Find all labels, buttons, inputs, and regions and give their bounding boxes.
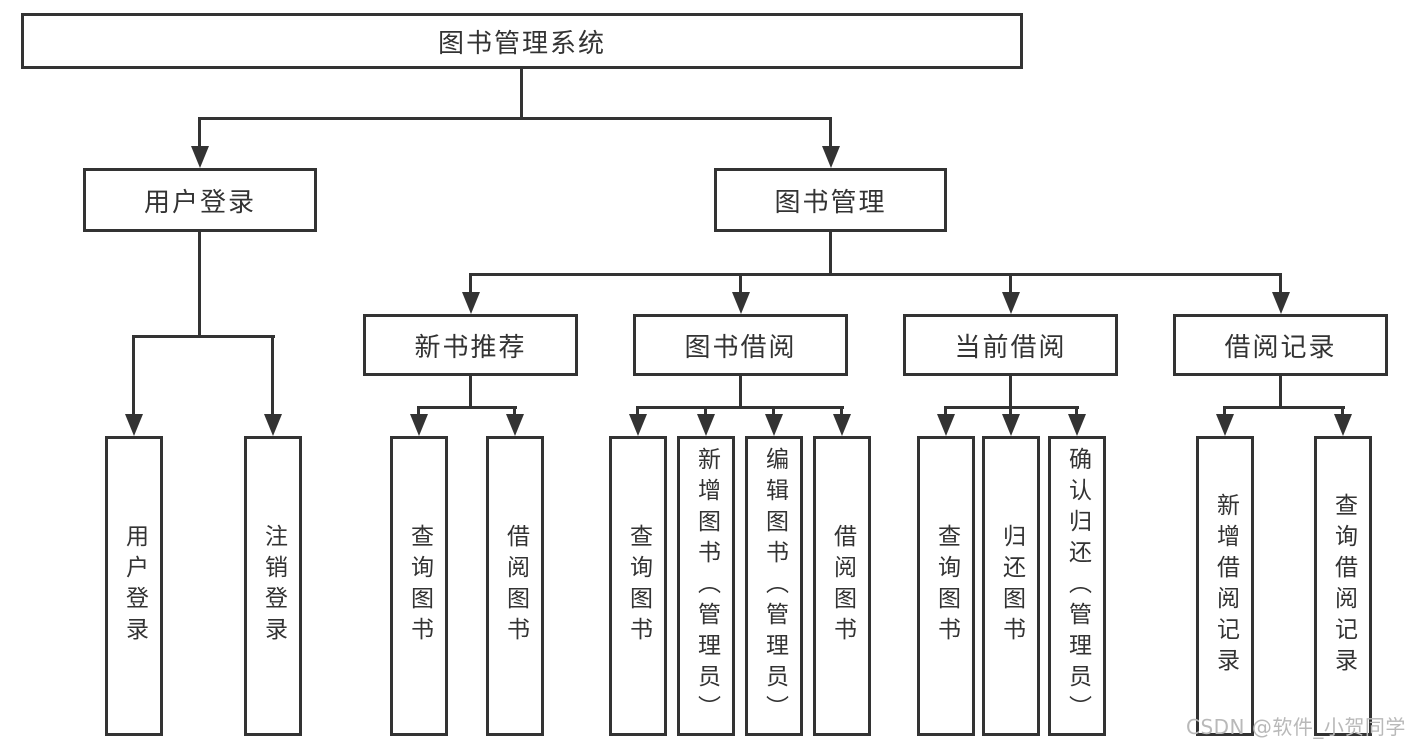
connector-drop-leaf [1223,406,1226,418]
node-borrow-records: 借阅记录 [1173,314,1388,376]
connector-drop-book-management [829,117,832,150]
connector-borrow-records-split [1223,406,1345,409]
arrow-down-icon [191,146,209,168]
connector-drop-leaf [1075,406,1078,418]
arrow-down-icon [1216,414,1234,436]
node-user-login: 用户登录 [83,168,317,232]
connector-drop-leaf [840,406,843,418]
connector-borrow-records-stem [1279,376,1282,409]
leaf-query-books-2: 查询图书 [609,436,667,736]
arrow-down-icon [462,292,480,314]
arrow-down-icon [822,146,840,168]
leaf-return-books: 归还图书 [982,436,1040,736]
connector-user-login-stem [198,232,201,338]
leaf-logout: 注销登录 [244,436,302,736]
leaf-add-borrow-record: 新增借阅记录 [1196,436,1254,736]
arrow-down-icon [629,414,647,436]
arrow-down-icon [410,414,428,436]
connector-drop-leaf-user-login [132,335,135,418]
node-current-borrow: 当前借阅 [903,314,1118,376]
arrow-down-icon [1068,414,1086,436]
arrow-down-icon [697,414,715,436]
connector-drop-leaf [704,406,707,418]
connector-drop-leaf [772,406,775,418]
arrow-down-icon [1002,292,1020,314]
connector-book-borrow-split [636,406,844,409]
arrow-down-icon [732,292,750,314]
connector-new-book-recommend-split [417,406,517,409]
arrow-down-icon [1002,414,1020,436]
leaf-query-borrow-record: 查询借阅记录 [1314,436,1372,736]
leaf-query-books-1: 查询图书 [390,436,448,736]
leaf-edit-books-admin: 编辑图书（管理员） [745,436,803,736]
arrow-down-icon [1272,292,1290,314]
leaf-borrow-books-2: 借阅图书 [813,436,871,736]
arrow-down-icon [1334,414,1352,436]
leaf-borrow-books-1: 借阅图书 [486,436,544,736]
arrow-down-icon [765,414,783,436]
node-root-library-system: 图书管理系统 [21,13,1023,69]
connector-root-stem [520,69,523,120]
connector-drop-book-borrow [739,273,742,297]
connector-drop-leaf [636,406,639,418]
leaf-confirm-return-admin: 确认归还（管理员） [1048,436,1106,736]
connector-user-login-split [132,335,275,338]
connector-drop-leaf [513,406,516,418]
connector-drop-leaf-logout [271,335,274,418]
connector-book-management-stem [829,232,832,276]
connector-drop-user-login [198,117,201,150]
connector-level3-split [469,273,1282,276]
arrow-down-icon [506,414,524,436]
arrow-down-icon [264,414,282,436]
connector-drop-leaf [1341,406,1344,418]
connector-drop-new-book-recommend [469,273,472,297]
csdn-watermark: CSDN @软件_小贺同学 [1186,715,1405,739]
arrow-down-icon [833,414,851,436]
connector-drop-current-borrow [1009,273,1012,297]
leaf-query-books-3: 查询图书 [917,436,975,736]
arrow-down-icon [937,414,955,436]
connector-new-book-recommend-stem [469,376,472,409]
node-new-book-recommend: 新书推荐 [363,314,578,376]
arrow-down-icon [125,414,143,436]
node-book-borrow: 图书借阅 [633,314,848,376]
leaf-user-login: 用户登录 [105,436,163,736]
connector-drop-borrow-records [1279,273,1282,297]
connector-book-borrow-stem [739,376,742,409]
connector-drop-leaf [944,406,947,418]
leaf-add-books-admin: 新增图书（管理员） [677,436,735,736]
connector-drop-leaf [1009,406,1012,418]
node-book-management: 图书管理 [714,168,947,232]
connector-level2-split [198,117,832,120]
connector-current-borrow-stem [1009,376,1012,409]
connector-drop-leaf [417,406,420,418]
